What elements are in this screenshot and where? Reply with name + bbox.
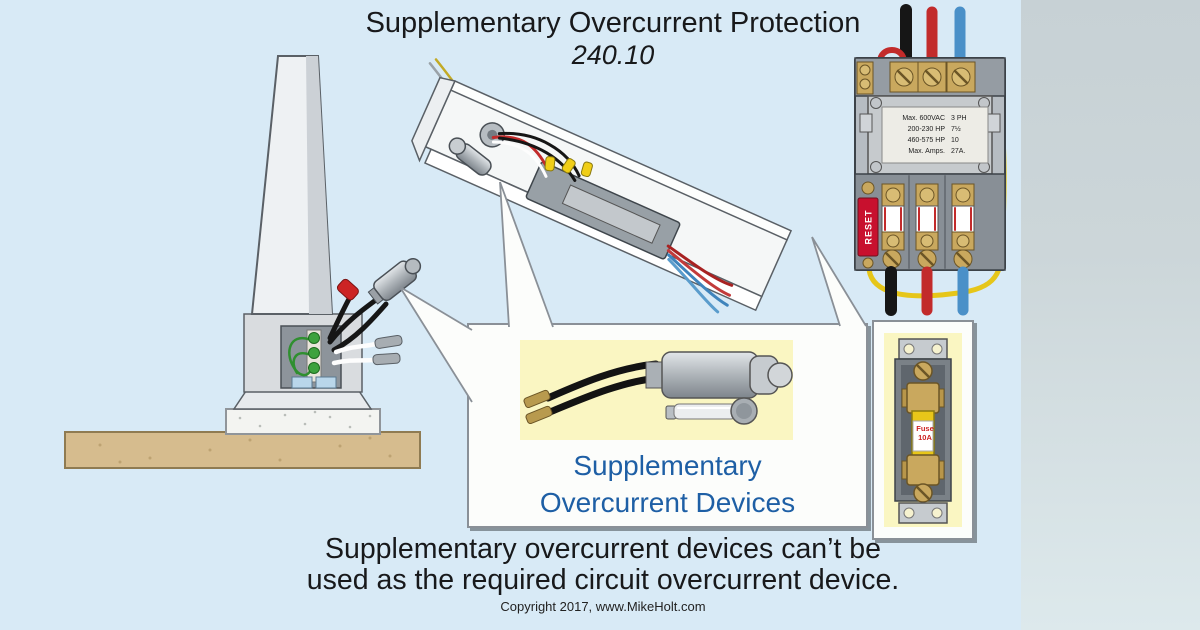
code-reference: 240.10 <box>571 40 655 70</box>
screw-slot <box>916 486 930 500</box>
cover-screws <box>870 97 990 173</box>
side-tab <box>987 113 1001 133</box>
black-wire <box>331 301 389 353</box>
brass-screw <box>861 181 875 195</box>
caption-line2: Overcurrent Devices <box>539 487 796 518</box>
stripped-wire-end <box>374 334 403 349</box>
supplementary-device-artwork <box>523 351 793 425</box>
page-title: Supplementary Overcurrent Protection <box>365 7 861 39</box>
white-wire <box>491 140 548 178</box>
stripped-wire-end <box>372 352 401 366</box>
fuse-clip-top <box>901 382 945 414</box>
nameplate-spec: 200-230 HP <box>907 126 945 133</box>
luminaire-inline-fuse-holder <box>448 137 492 176</box>
nameplate-row: 460-575 HP 10 <box>883 135 987 146</box>
caption-line1: Supplementary <box>573 450 762 481</box>
mounting-hole <box>931 343 943 355</box>
starter-nameplate: Max. 600VAC 3 PH 200-230 HP 7½ 460-575 H… <box>883 109 987 161</box>
nameplate-row: Max. Amps. 27A. <box>883 146 987 157</box>
fuse-clip-bottom <box>901 454 945 486</box>
terminal-lug <box>315 376 337 389</box>
nameplate-spec: 460-575 HP <box>907 137 945 144</box>
title-block: Supplementary Overcurrent Protection 240… <box>213 6 1013 70</box>
nameplate-value: 10 <box>951 137 959 144</box>
concrete-footing <box>225 408 381 435</box>
ground-wire <box>292 351 310 375</box>
panel-fuse-holder-artwork <box>894 338 952 524</box>
mounting-hole <box>903 343 915 355</box>
black-wire <box>327 294 353 341</box>
footer-line2: used as the required circuit overcurrent… <box>306 564 900 596</box>
stripped-lead-end <box>525 405 553 425</box>
line-terminals <box>889 61 976 93</box>
panel-fuse-holder-callout: Fuse 10A <box>872 320 974 540</box>
fixture-exit-wires <box>666 244 734 314</box>
black-wire <box>497 131 581 178</box>
nameplate-row: Max. 600VAC 3 PH <box>883 113 987 124</box>
terminal-lug <box>291 376 313 389</box>
luminaire-illustration <box>411 58 793 314</box>
nameplate-value: 27A. <box>951 148 966 155</box>
fuse-holder-highlight-panel <box>884 333 962 527</box>
pole-base-flare <box>232 390 373 410</box>
inline-fuse-holder-illustration <box>645 351 793 399</box>
red-insulated-terminal <box>336 278 359 301</box>
nameplate-row: 200-230 HP 7½ <box>883 124 987 135</box>
nameplate-spec: Max. Amps. <box>908 148 945 155</box>
copyright-notice: Copyright 2017, www.MikeHolt.com <box>500 599 706 614</box>
edge-gradient-band <box>1021 0 1200 630</box>
pole-inline-fuse-holder <box>367 257 422 305</box>
mounting-hole <box>903 507 915 519</box>
white-wire <box>333 341 379 355</box>
channel-end-cap <box>411 76 456 163</box>
black-wire <box>498 136 577 182</box>
aux-terminal <box>856 61 874 95</box>
nameplate-value: 7½ <box>951 126 961 133</box>
pole-shaft-shading <box>306 56 332 314</box>
screw-slot <box>916 364 930 378</box>
sand-texture <box>98 436 392 464</box>
nameplate-spec: Max. 600VAC <box>902 115 945 122</box>
yellow-wire-nuts <box>544 156 593 178</box>
glass-fuse-illustration <box>665 397 758 425</box>
overload-heaters <box>881 183 975 269</box>
stripped-lead-end <box>523 389 551 409</box>
device-highlight-panel <box>520 340 793 440</box>
light-pole-illustration <box>64 55 422 469</box>
reset-button-label: RESET <box>858 198 878 256</box>
fuse-label-line2: 10A <box>918 433 932 442</box>
brass-screw <box>862 257 874 269</box>
reset-label-text: RESET <box>863 209 874 245</box>
motor-starter-illustration <box>854 4 1007 316</box>
footer-message: Supplementary overcurrent devices can’t … <box>103 534 1103 615</box>
ballast-window <box>561 184 661 244</box>
fuse-label-plate <box>912 420 934 452</box>
fuse-holder-lead <box>546 374 662 416</box>
side-tab <box>859 113 873 133</box>
supplementary-devices-callout: Supplementary Overcurrent Devices <box>467 323 868 528</box>
callout-caption: Supplementary Overcurrent Devices <box>469 447 866 521</box>
nameplate-value: 3 PH <box>951 115 967 122</box>
footer-line1: Supplementary overcurrent devices can’t … <box>324 533 882 565</box>
fuse-holder-lead <box>544 360 660 402</box>
green-wire-nuts <box>308 332 320 374</box>
sand-ground <box>64 431 421 469</box>
concrete-texture <box>238 410 372 429</box>
fuse-rating-label: Fuse 10A <box>911 424 939 442</box>
white-wire <box>331 357 377 366</box>
mounting-hole <box>931 507 943 519</box>
fuse-label-line1: Fuse <box>916 424 934 433</box>
nameplate-plate <box>881 106 989 164</box>
